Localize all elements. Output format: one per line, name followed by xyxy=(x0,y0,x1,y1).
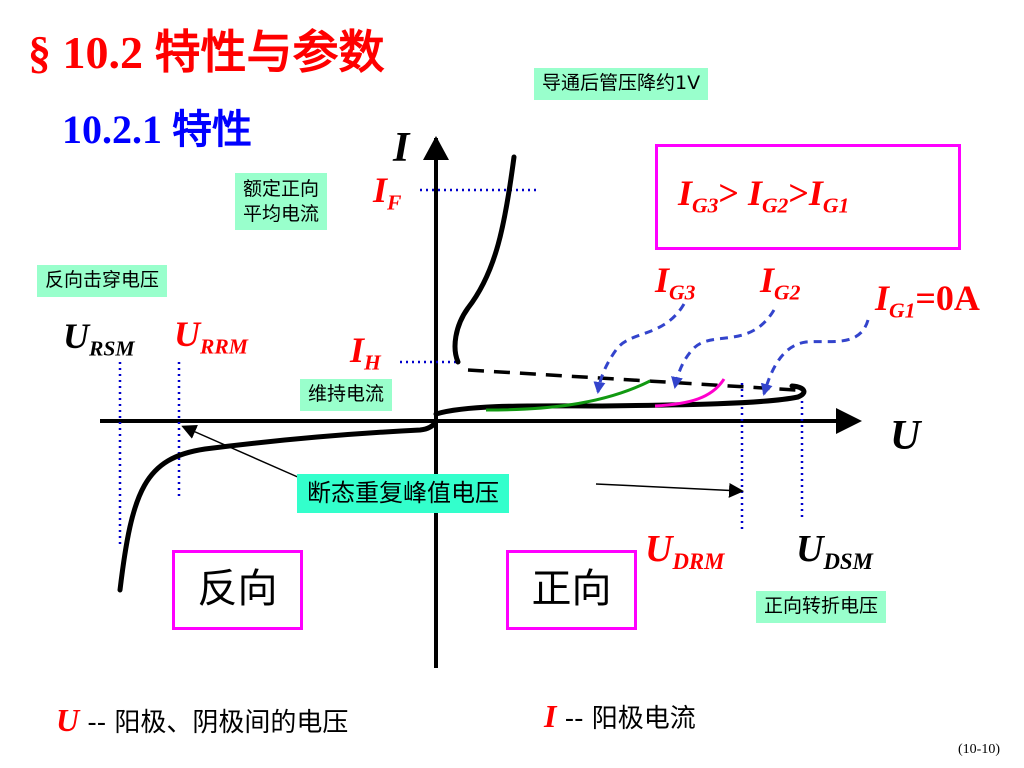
ig2-main: I xyxy=(760,260,775,300)
urrm-label: URRM xyxy=(174,316,248,358)
udsm-sub: DSM xyxy=(823,548,873,574)
urrm-main: U xyxy=(174,314,200,354)
ig1-suffix: =0A xyxy=(915,278,980,318)
urrm-sub: RRM xyxy=(200,334,249,359)
pointer-to-urrm xyxy=(181,424,301,479)
ih-main: I xyxy=(350,330,365,370)
forward-region-box: 正向 xyxy=(506,550,637,630)
negative-resistance-dashed xyxy=(467,368,797,392)
relation-b-main: I xyxy=(747,173,762,213)
ursm-label: URSM xyxy=(63,318,135,360)
udrm-main: U xyxy=(645,528,673,570)
udsm-main: U xyxy=(796,528,824,570)
ig2-curve xyxy=(654,378,726,408)
ig3-sub: G3 xyxy=(669,280,696,305)
ih-sub: H xyxy=(364,350,381,375)
rated-forward-current-label: 额定正向 平均电流 xyxy=(235,173,328,231)
y-axis-arrowhead xyxy=(423,136,449,160)
if-main: I xyxy=(373,170,388,210)
gate-relation-box: IG3> IG2>IG1 xyxy=(655,144,961,250)
legend-u-desc: -- 阳极、阴极间的电压 xyxy=(79,708,349,738)
if-sub: F xyxy=(387,190,402,215)
relation-c-main: I xyxy=(808,173,823,213)
holding-current-label: 维持电流 xyxy=(300,379,393,411)
conduction-drop-label: 导通后管压降约1V xyxy=(534,68,709,100)
page-title: § 10.2 特性与参数 xyxy=(28,27,385,78)
ursm-main: U xyxy=(63,316,89,356)
off-state-repetitive-peak-label: 断态重复峰值电压 xyxy=(297,474,509,513)
ig1-label: IG1=0A xyxy=(875,280,980,322)
ig2-sub: G2 xyxy=(774,280,801,305)
udsm-label: UDSM xyxy=(796,530,873,574)
relation-gt2: > xyxy=(788,173,809,213)
legend-current: I -- 阳极电流 xyxy=(544,700,696,732)
legend-i-symbol: I xyxy=(544,698,557,734)
relation-b-sub: G2 xyxy=(761,193,789,218)
page-number: (10-10) xyxy=(958,742,1000,757)
ig1-sub: G1 xyxy=(889,298,916,323)
ig3-label: IG3 xyxy=(655,262,695,304)
y-axis-label: I xyxy=(393,125,410,171)
reverse-breakdown-label: 反向击穿电压 xyxy=(37,265,168,297)
gate-relation: IG3> IG2>IG1 xyxy=(678,175,849,217)
relation-c-sub: G1 xyxy=(822,193,850,218)
ig1-main: I xyxy=(875,278,890,318)
rated-forward-current-line2: 平均电流 xyxy=(243,202,320,225)
ig2-arrow xyxy=(671,309,776,389)
rated-forward-current-line1: 额定正向 xyxy=(243,178,320,200)
legend-i-desc: -- 阳极电流 xyxy=(556,704,696,734)
forward-conduction-curve xyxy=(452,154,517,365)
x-axis-arrowhead xyxy=(836,408,862,434)
relation-a-sub: G3 xyxy=(692,193,719,218)
forward-breakover-label: 正向转折电压 xyxy=(756,591,887,623)
legend-u-symbol: U xyxy=(56,702,80,738)
section-subtitle: 10.2.1 特性 xyxy=(62,107,252,152)
ig1-arrow xyxy=(760,319,870,396)
if-label: IF xyxy=(373,172,401,214)
pointer-to-udrm xyxy=(595,482,744,498)
relation-gt1: > xyxy=(718,173,739,213)
udrm-label: UDRM xyxy=(645,530,724,574)
legend-voltage: U -- 阳极、阴极间的电压 xyxy=(56,704,348,736)
relation-a-main: I xyxy=(678,173,693,213)
reverse-curve xyxy=(117,418,439,593)
udrm-sub: DRM xyxy=(672,548,725,574)
ig3-curve xyxy=(485,379,651,412)
x-axis-label: U xyxy=(890,413,921,459)
ig3-main: I xyxy=(655,260,670,300)
reverse-region-box: 反向 xyxy=(172,550,303,630)
ih-label: IH xyxy=(350,332,381,374)
ig3-arrow xyxy=(593,303,686,394)
ig2-label: IG2 xyxy=(760,262,800,304)
ursm-sub: RSM xyxy=(89,336,135,361)
